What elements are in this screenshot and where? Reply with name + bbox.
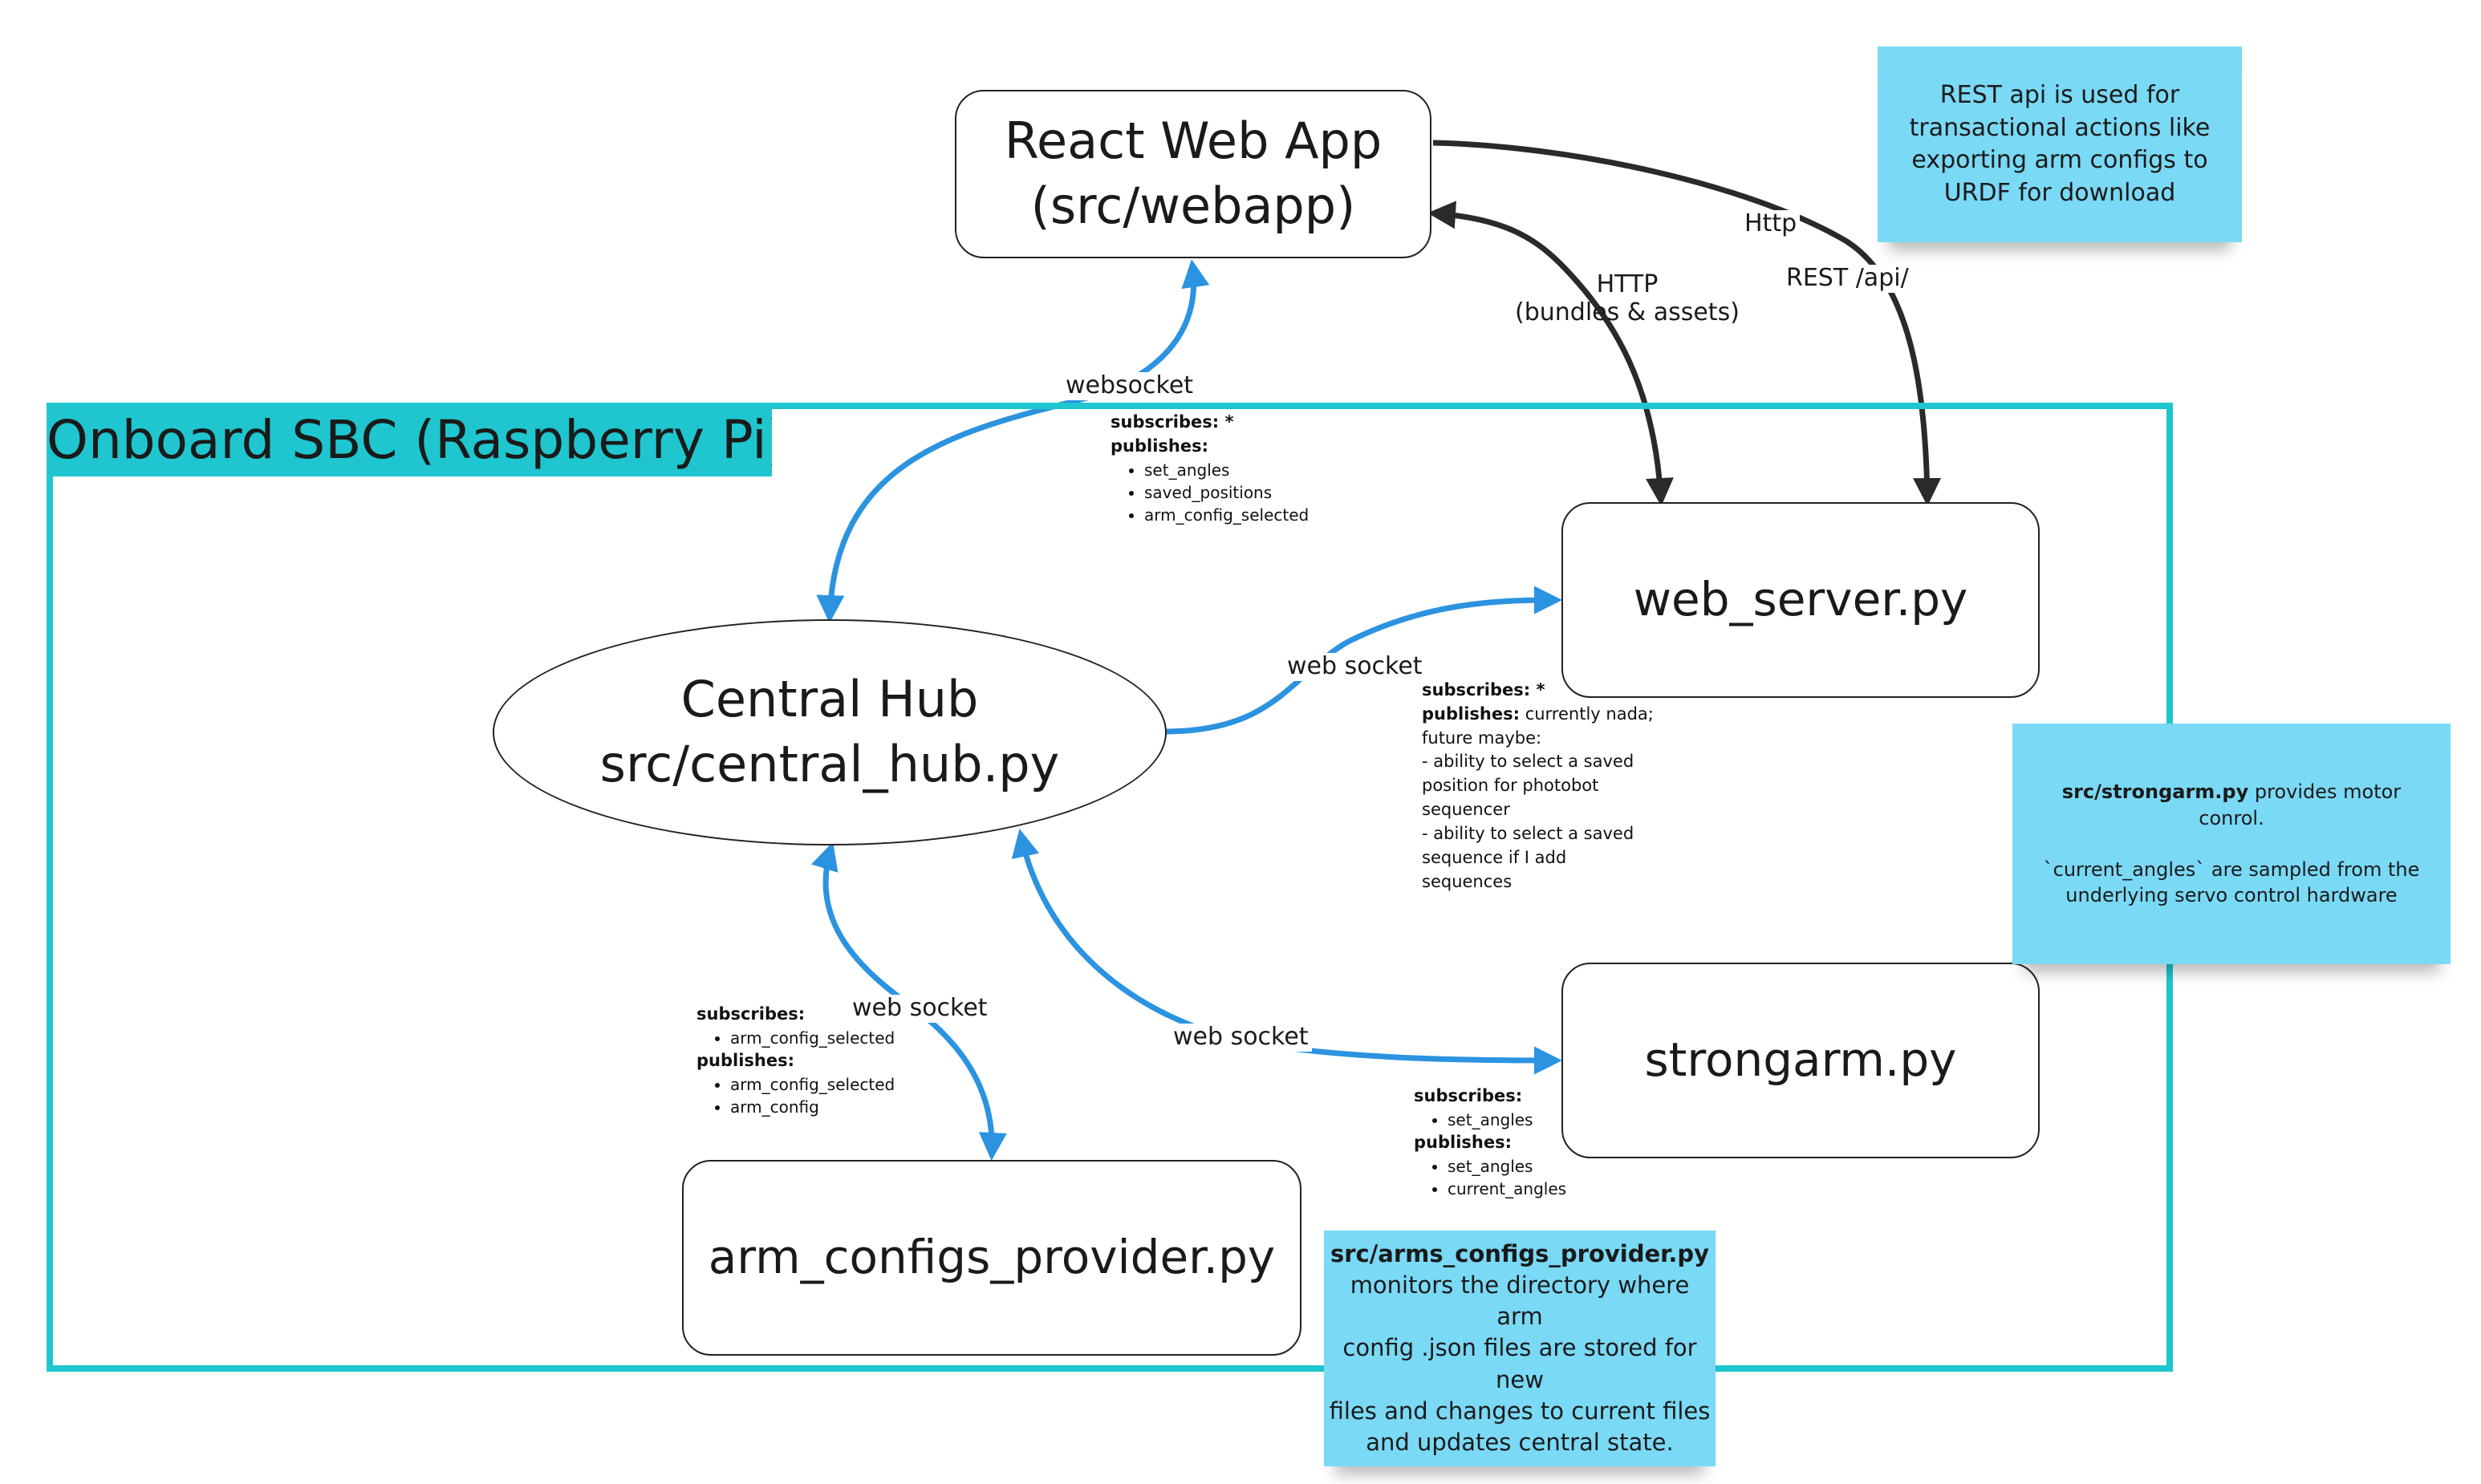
note-subscribes: subscribes:	[696, 1004, 806, 1024]
note-line: sequence if I add	[1422, 847, 1567, 867]
react-web-app-node[interactable]: React Web App (src/webapp)	[955, 90, 1431, 258]
note-publishes: publishes:	[1111, 436, 1209, 456]
note-subscribe-list: arm_config_selected	[696, 1027, 895, 1049]
note-line: sequencer	[1422, 800, 1510, 820]
web-server-node[interactable]: web_server.py	[1561, 502, 2040, 698]
sticky-line: src/strongarm.py provides motor	[2061, 781, 2402, 804]
sticky-line: transactional actions like	[1909, 113, 2211, 142]
web-socket-webserver-label: web socket	[1284, 652, 1426, 681]
list-item: set_angles	[1448, 1109, 1566, 1131]
sticky-line: config .json files are stored for new	[1342, 1334, 1697, 1393]
central-hub-title: Central Hub	[680, 670, 979, 729]
arm-configs-sticky-note[interactable]: src/arms_configs_provider.py monitors th…	[1324, 1231, 1716, 1466]
strongarm-label: strongarm.py	[1644, 1032, 1957, 1088]
list-item: set_angles	[1448, 1155, 1566, 1178]
list-item: arm_config_selected	[730, 1073, 895, 1096]
list-item: saved_positions	[1144, 481, 1309, 504]
strongarm-websocket-note: subscribes: set_angles publishes: set_an…	[1414, 1085, 1566, 1201]
strongarm-sticky-note[interactable]: src/strongarm.py provides motor conrol. …	[2012, 724, 2451, 964]
web-socket-strongarm-label: web socket	[1170, 1023, 1312, 1052]
note-line: - ability to select a saved	[1422, 752, 1634, 772]
http-bundles-label-line2: (bundles & assets)	[1515, 298, 1740, 326]
react-web-app-path: (src/webapp)	[1030, 176, 1356, 235]
arm-configs-provider-node[interactable]: arm_configs_provider.py	[682, 1160, 1301, 1356]
sticky-line: monitors the directory where arm	[1350, 1271, 1690, 1331]
note-publish-list: arm_config_selected arm_config	[696, 1073, 895, 1119]
websocket-hub-webserver-connector	[1164, 586, 1562, 735]
websocket-label: websocket	[1062, 371, 1197, 400]
note-subscribes: subscribes:	[1414, 1086, 1523, 1105]
webserver-websocket-note: subscribes: * publishes: currently nada;…	[1422, 679, 1654, 894]
note-subscribes: subscribes: *	[1422, 680, 1545, 699]
sticky-title: src/arms_configs_provider.py	[1330, 1240, 1710, 1267]
note-subscribe-list: set_angles	[1414, 1109, 1566, 1131]
note-subscribes: subscribes: *	[1111, 412, 1234, 432]
websocket-webapp-hub-connector	[816, 259, 1210, 623]
list-item: set_angles	[1144, 459, 1309, 481]
frame-title: Onboard SBC (Raspberry Pi)	[47, 404, 772, 476]
http-rest-label-line2: REST /api/	[1783, 264, 1912, 293]
note-publishes: publishes: currently nada;	[1422, 703, 1654, 724]
react-web-app-title: React Web App	[1004, 112, 1383, 171]
list-item: arm_config_selected	[1144, 504, 1309, 526]
sticky-line: `current_angles` are sampled from the	[2043, 858, 2420, 881]
note-line: future maybe:	[1422, 728, 1542, 748]
list-item: arm_config_selected	[730, 1027, 895, 1049]
webapp-websocket-note: subscribes: * publishes: set_angles save…	[1111, 411, 1309, 527]
sticky-line: REST api is used for	[1939, 81, 2180, 109]
arm-configs-provider-label: arm_configs_provider.py	[708, 1230, 1276, 1285]
sticky-line: and updates central state.	[1366, 1428, 1674, 1456]
note-publishes: publishes:	[696, 1051, 795, 1071]
sticky-line: exporting arm configs to	[1911, 146, 2208, 174]
http-bundles-label-line1: HTTP	[1596, 270, 1659, 298]
sticky-line: underlying servo control hardware	[2065, 884, 2398, 907]
list-item: current_angles	[1448, 1178, 1566, 1200]
central-hub-node[interactable]: Central Hub src/central_hub.py	[493, 619, 1167, 845]
strongarm-node[interactable]: strongarm.py	[1561, 963, 2040, 1158]
http-rest-connector	[1432, 140, 1942, 506]
http-rest-label-line1: Http	[1741, 209, 1801, 238]
web-server-label: web_server.py	[1633, 572, 1968, 627]
note-publish-list: set_angles saved_positions arm_config_se…	[1111, 459, 1309, 527]
http-bundles-connector	[1427, 201, 1674, 506]
armconfigs-websocket-note: subscribes: arm_config_selected publishe…	[696, 1003, 895, 1119]
http-bundles-label: HTTP (bundles & assets)	[1512, 270, 1743, 326]
sticky-line: conrol.	[2199, 806, 2264, 829]
note-line: sequences	[1422, 871, 1513, 891]
note-publish-list: set_angles current_angles	[1414, 1155, 1566, 1201]
rest-api-sticky-note[interactable]: REST api is used for transactional actio…	[1878, 47, 2242, 242]
sticky-line: files and changes to current files	[1329, 1397, 1711, 1425]
central-hub-path: src/central_hub.py	[599, 735, 1060, 793]
note-line: position for photobot	[1422, 776, 1599, 796]
note-line: - ability to select a saved	[1422, 823, 1634, 843]
note-publishes: publishes:	[1414, 1133, 1513, 1153]
web-socket-armconfigs-label: web socket	[849, 994, 991, 1023]
sticky-line: URDF for download	[1943, 178, 2176, 207]
list-item: arm_config	[730, 1096, 895, 1118]
